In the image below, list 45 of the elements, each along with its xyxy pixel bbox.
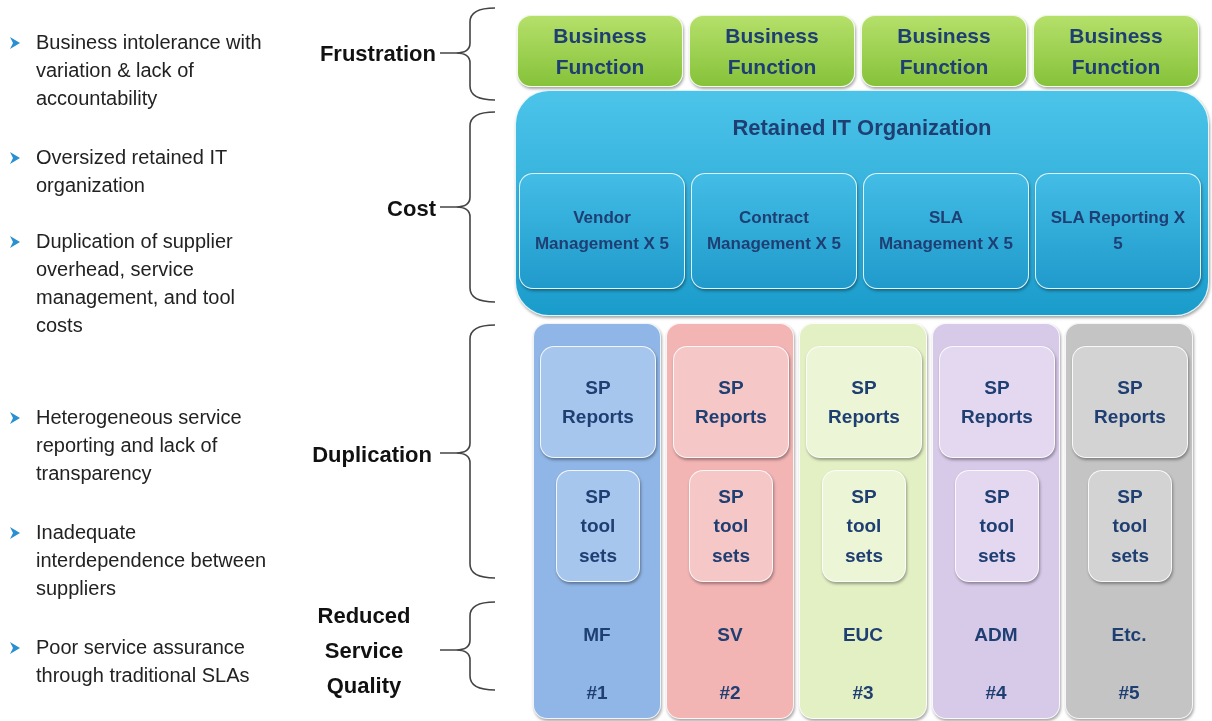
supplier-label: MF [582, 623, 612, 647]
supplier-label: Etc. [1110, 623, 1148, 647]
supplier-column [1065, 323, 1193, 719]
brace-label: Reduced Service Quality [316, 602, 412, 701]
management-box: SLA Management X 5 [863, 173, 1029, 289]
group-title: Retained IT Organization [731, 114, 993, 142]
bullet-text: Business intolerance with variation & lack of accountability [36, 30, 263, 111]
function-box: Business Function [517, 15, 683, 87]
bullet-text: Oversized retained IT organization [36, 145, 228, 198]
brace-label: Duplication [311, 441, 432, 469]
report-box: SP Reports [673, 346, 789, 458]
management-box: SLA Reporting X 5 [1035, 173, 1201, 289]
supplier-number: #2 [718, 681, 742, 705]
supplier-column [932, 323, 1060, 719]
bullet-text: Poor service assurance through traditional SLAs [36, 635, 251, 688]
report-box: SP Reports [939, 346, 1055, 458]
function-box: Business Function [1033, 15, 1199, 87]
function-box: Business Function [861, 15, 1027, 87]
management-box: Contract Management X 5 [691, 173, 857, 289]
supplier-label: ADM [973, 623, 1019, 647]
supplier-number: #1 [585, 681, 609, 705]
report-box: SP Reports [806, 346, 922, 458]
tool-set-box: SP tool sets [1088, 470, 1172, 582]
brace-label: Cost [386, 195, 436, 223]
brace-label: Frustration [318, 40, 436, 68]
management-box: Vendor Management X 5 [519, 173, 685, 289]
supplier-label: SV [716, 623, 744, 647]
bullet-text: Heterogeneous service reporting and lack of transparency [36, 405, 243, 486]
supplier-number: #3 [851, 681, 875, 705]
bullet-text: Inadequate interdependence between suppliers [36, 520, 268, 601]
function-box: Business Function [689, 15, 855, 87]
supplier-column [533, 323, 661, 719]
supplier-column [799, 323, 927, 719]
report-box: SP Reports [1072, 346, 1188, 458]
tool-set-box: SP tool sets [556, 470, 640, 582]
supplier-number: #4 [984, 681, 1008, 705]
supplier-number: #5 [1117, 681, 1141, 705]
tool-set-box: SP tool sets [689, 470, 773, 582]
retained-it-panel [515, 90, 1209, 316]
tool-set-box: SP tool sets [955, 470, 1039, 582]
report-box: SP Reports [540, 346, 656, 458]
bullet-text: Duplication of supplier overhead, service management, and tool costs [36, 229, 237, 338]
supplier-column [666, 323, 794, 719]
supplier-label: EUC [841, 623, 885, 647]
tool-set-box: SP tool sets [822, 470, 906, 582]
